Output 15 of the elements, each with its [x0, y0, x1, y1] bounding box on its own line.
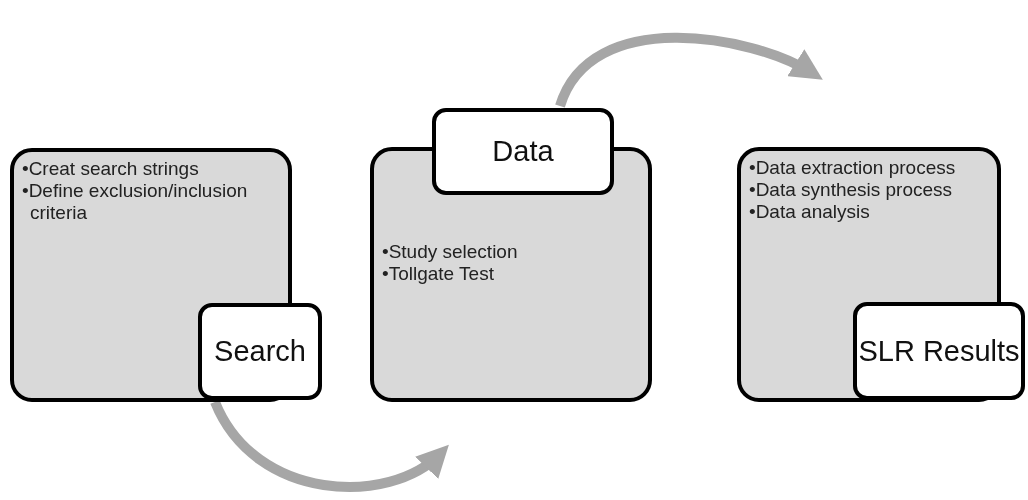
bullet-item: •Data extraction process — [749, 157, 957, 179]
bullet-item: •Define exclusion/inclusion criteria — [22, 180, 249, 224]
curved-arrow — [555, 32, 824, 109]
bullet-item: •Creat search strings — [22, 158, 200, 180]
step-title: SLR Results — [858, 334, 1020, 368]
step-title: Search — [214, 335, 306, 368]
step-label-box — [432, 108, 614, 195]
bullet-item: •Data synthesis process — [749, 179, 954, 201]
bullet-item: •Tollgate Test — [382, 263, 495, 285]
bullet-item: •Study selection — [382, 241, 519, 263]
step-title: Data — [492, 135, 554, 168]
step-label-box — [853, 302, 1025, 400]
bullet-item: •Data analysis — [749, 201, 871, 223]
step-label-box — [198, 303, 322, 400]
curved-arrow — [210, 399, 450, 492]
